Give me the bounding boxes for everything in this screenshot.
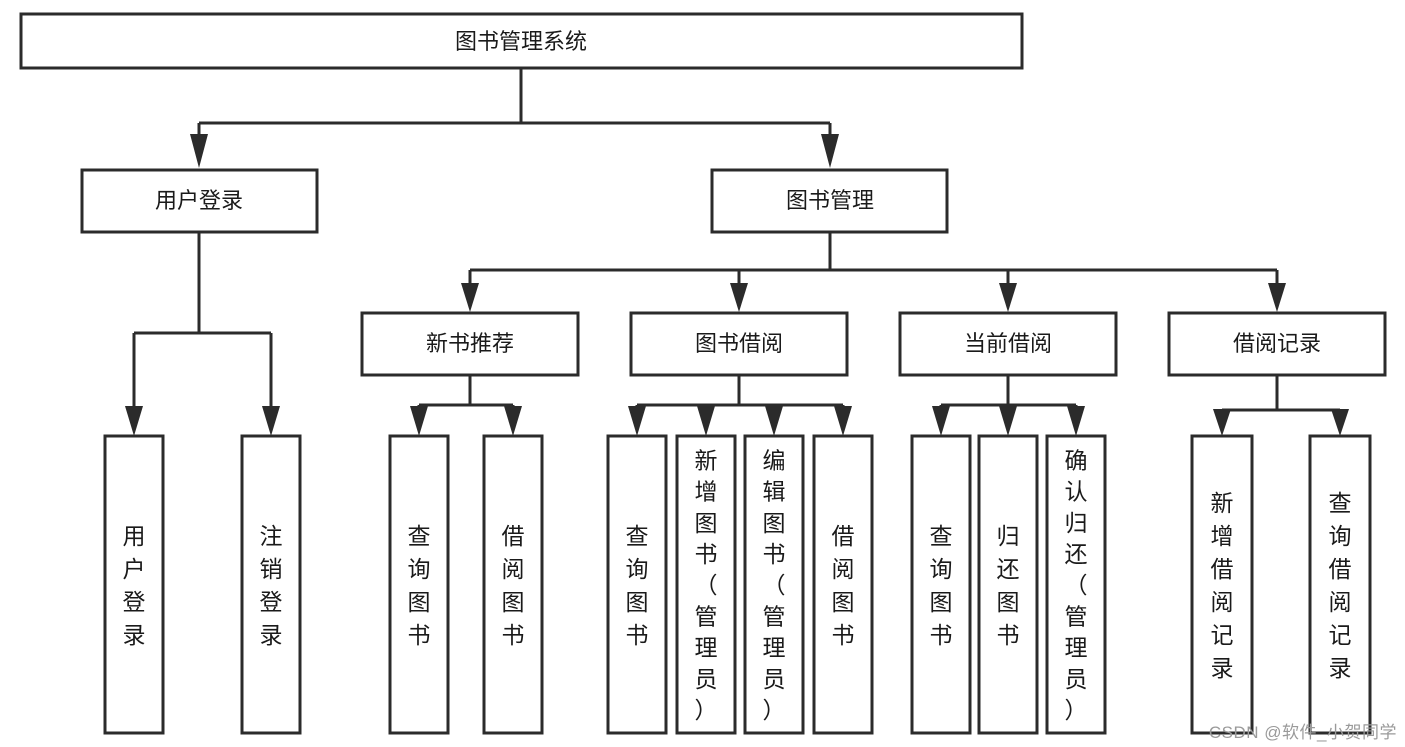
- node-leaf-2-label: 注销登录: [260, 523, 283, 648]
- node-book-manage-box[interactable]: [710, 168, 949, 234]
- node-leaf-6-label: 新增图书（管理员）: [695, 447, 718, 723]
- node-leaf-12-label: 新增借阅记录: [1211, 490, 1234, 681]
- node-new-book-rec-box[interactable]: [360, 311, 580, 377]
- node-user-login-label: 用户登录: [155, 188, 243, 213]
- node-leaf-2-box[interactable]: [240, 434, 302, 735]
- node-leaf-7-box[interactable]: [743, 434, 805, 735]
- node-root-label: 图书管理系统: [455, 29, 587, 54]
- arrow-head-leaf-9: [932, 406, 950, 436]
- node-leaf-13-label: 查询借阅记录: [1329, 490, 1352, 681]
- node-leaf-11[interactable]: 确认归还（管理员）: [1045, 434, 1107, 735]
- node-root-box[interactable]: [19, 12, 1024, 70]
- node-leaf-3-box[interactable]: [388, 434, 450, 735]
- node-leaf-12[interactable]: 新增借阅记录: [1190, 434, 1254, 735]
- node-leaf-6-box[interactable]: [675, 434, 737, 735]
- node-leaf-7-label: 编辑图书（管理员）: [763, 447, 786, 723]
- node-book-manage[interactable]: 图书管理: [710, 168, 949, 234]
- arrow-head-leaf-11: [1067, 406, 1085, 436]
- node-leaf-8-label: 借阅图书: [832, 523, 855, 648]
- arrow-head-leaf-7: [765, 406, 783, 436]
- node-current-borrow-label: 当前借阅: [964, 331, 1052, 356]
- node-leaf-12-box[interactable]: [1190, 434, 1254, 735]
- arrow-head-leaf-5: [628, 406, 646, 436]
- node-leaf-11-box[interactable]: [1045, 434, 1107, 735]
- arrow-head-leaf-2: [262, 406, 280, 436]
- node-leaf-10[interactable]: 归还图书: [977, 434, 1039, 735]
- arrow-head-leaf-12: [1213, 409, 1231, 436]
- arrow-head-l3-4: [1268, 283, 1286, 312]
- node-leaf-5-box[interactable]: [606, 434, 668, 735]
- node-current-borrow[interactable]: 当前借阅: [898, 311, 1118, 377]
- arrow-head-leaf-4: [504, 406, 522, 436]
- arrow-head-l3-3: [999, 283, 1017, 312]
- node-leaf-1[interactable]: 用户登录: [103, 434, 165, 735]
- node-leaf-3[interactable]: 查询图书: [388, 434, 450, 735]
- arrow-head-userlogin: [190, 134, 208, 168]
- node-user-login[interactable]: 用户登录: [80, 168, 319, 234]
- arrow-head-leaf-8: [834, 406, 852, 436]
- arrow-head-leaf-6: [697, 406, 715, 436]
- node-leaf-13[interactable]: 查询借阅记录: [1308, 434, 1372, 735]
- node-borrow-record-box[interactable]: [1167, 311, 1387, 377]
- node-borrow-record-label: 借阅记录: [1233, 331, 1321, 356]
- node-book-borrow-label: 图书借阅: [695, 331, 783, 356]
- node-current-borrow-box[interactable]: [898, 311, 1118, 377]
- node-leaf-5-label: 查询图书: [626, 523, 649, 648]
- connector-layer: [125, 68, 1349, 436]
- node-leaf-11-label: 确认归还（管理员）: [1065, 447, 1088, 723]
- node-root[interactable]: 图书管理系统: [19, 12, 1024, 70]
- node-leaf-4[interactable]: 借阅图书: [482, 434, 544, 735]
- node-leaf-10-box[interactable]: [977, 434, 1039, 735]
- arrow-head-leaf-10: [999, 406, 1017, 436]
- node-user-login-box[interactable]: [80, 168, 319, 234]
- node-leaf-4-box[interactable]: [482, 434, 544, 735]
- node-leaf-8[interactable]: 借阅图书: [812, 434, 874, 735]
- node-borrow-record[interactable]: 借阅记录: [1167, 311, 1387, 377]
- arrow-head-leaf-1: [125, 406, 143, 436]
- node-leaf-9-label: 查询图书: [930, 523, 953, 648]
- node-leaf-1-label: 用户登录: [123, 523, 146, 648]
- node-leaf-9-box[interactable]: [910, 434, 972, 735]
- node-leaf-6[interactable]: 新增图书（管理员）: [675, 434, 737, 735]
- arrow-head-l3-2: [730, 283, 748, 312]
- node-leaf-8-box[interactable]: [812, 434, 874, 735]
- node-leaf-13-box[interactable]: [1308, 434, 1372, 735]
- node-book-borrow[interactable]: 图书借阅: [629, 311, 849, 377]
- node-leaf-10-label: 归还图书: [997, 523, 1020, 648]
- arrow-head-leaf-3: [410, 406, 428, 436]
- arrow-head-leaf-13: [1331, 409, 1349, 436]
- node-leaf-5[interactable]: 查询图书: [606, 434, 668, 735]
- node-book-manage-label: 图书管理: [786, 188, 874, 213]
- node-leaf-2[interactable]: 注销登录: [240, 434, 302, 735]
- node-new-book-rec[interactable]: 新书推荐: [360, 311, 580, 377]
- node-leaf-9[interactable]: 查询图书: [910, 434, 972, 735]
- node-leaf-4-label: 借阅图书: [502, 523, 525, 648]
- arrow-head-l3-1: [461, 283, 479, 312]
- node-book-borrow-box[interactable]: [629, 311, 849, 377]
- node-new-book-rec-label: 新书推荐: [426, 331, 514, 356]
- node-leaf-1-box[interactable]: [103, 434, 165, 735]
- arrow-head-bookmanage: [821, 134, 839, 168]
- node-leaf-3-label: 查询图书: [408, 523, 431, 648]
- node-leaf-7[interactable]: 编辑图书（管理员）: [743, 434, 805, 735]
